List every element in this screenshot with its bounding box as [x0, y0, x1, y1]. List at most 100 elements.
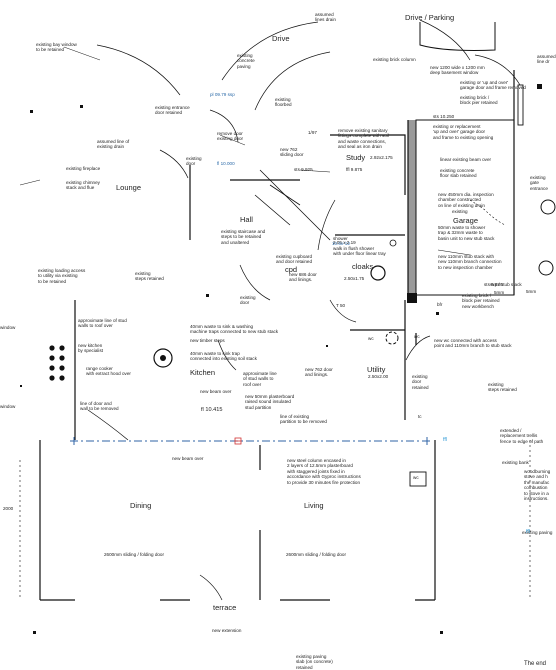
garage-arc — [474, 54, 521, 86]
room-study: Study — [346, 153, 366, 162]
level-sts-10250: sts 10.250 — [433, 114, 455, 119]
door-swing-1 — [209, 109, 239, 143]
note-staircase: existing staircase and steps to be retai… — [221, 229, 266, 245]
shower-drain — [389, 239, 397, 247]
note-gate-entrance: existing gate entrance — [530, 175, 548, 191]
note-the-end: The end — [524, 661, 547, 667]
stair-diagonal-1 — [259, 169, 331, 241]
note-steps-retained-2: existing steps retained — [488, 382, 517, 393]
door-swing-8 — [87, 409, 129, 441]
note-sliding-door-762: new 762 sliding door — [280, 147, 304, 158]
room-shower: shower — [333, 236, 348, 241]
note-timber-steps: new timber steps — [190, 338, 225, 343]
note-window-left-1: window — [0, 325, 16, 330]
level-pl: pl 09.79 ssp — [210, 92, 235, 97]
door-swing-3 — [317, 199, 336, 251]
note-2000: 2000 — [3, 506, 14, 511]
note-existing-paving: existing paving — [522, 530, 553, 535]
block-pier — [517, 84, 524, 126]
hob-burners — [49, 345, 65, 381]
mark-3 — [20, 385, 22, 387]
room-dining: Dining — [130, 501, 152, 510]
note-5mm-right: 5mm — [526, 289, 537, 294]
note-pier-retained-top: existing brick / block pier retained — [460, 95, 498, 106]
note-new-extension: new extension — [212, 628, 242, 633]
brick-column — [407, 293, 417, 303]
note-shower-waste: 50mm waste to shower trap & 32mm waste t… — [438, 225, 495, 241]
level-ffl-9875: ffl 9.875 — [346, 167, 363, 172]
note-bay-window: existing bay window to be retained — [36, 42, 77, 53]
note-garage-door-removed: existing or 'up and over' garage door an… — [460, 80, 526, 91]
level-ffl-blue-1: ffl — [443, 437, 448, 443]
level-sts-9880: sts 9.880 — [484, 282, 503, 287]
mark-9 — [326, 345, 328, 347]
drive-parking-outline — [419, 22, 496, 51]
note-wc-1: wc — [368, 336, 374, 341]
room-terrace: terrace — [213, 603, 237, 612]
note-chimney: existing chimney stack and flue — [66, 180, 100, 191]
mark-5 — [440, 631, 443, 634]
mark-4 — [33, 631, 36, 634]
note-steps-retained-1: existing steps retained — [135, 271, 164, 282]
level-ffl-blue-2: ffl — [526, 529, 531, 535]
level-fl-10415: fl 10.415 — [201, 407, 223, 413]
level-fl-10000: fl 10.000 — [217, 161, 235, 166]
note-loading-access: existing loading access to utility via e… — [38, 268, 86, 284]
note-assumed-line-dr: assumed line dr — [537, 54, 556, 65]
note-1-97: 1/97 — [308, 130, 317, 135]
mark-6 — [206, 294, 209, 297]
note-garage-door-replace: existing or replacement 'up and over' ga… — [433, 124, 494, 140]
note-inspection-chamber: new 450mm dia. inspection chamber constr… — [438, 192, 494, 208]
note-steel-column: new steel column encased in 2 layers of … — [287, 458, 361, 485]
note-entrance-door: existing entrance door retained — [155, 105, 190, 116]
note-door-wall-removed: line of door and wall to be removed — [80, 401, 119, 412]
door-swing-4 — [239, 264, 271, 301]
note-paving-slab: existing paving slab (on concrete) retai… — [296, 654, 333, 670]
garage-stack — [538, 260, 554, 276]
room-lounge: Lounge — [116, 183, 142, 192]
note-pier-workbench: existing brick / block pier retained new… — [462, 293, 500, 309]
leader-5 — [437, 249, 471, 256]
mark-7 — [436, 312, 439, 315]
room-garage: Garage — [453, 216, 479, 225]
room-drive: Drive — [272, 34, 290, 43]
note-new-kitchen: new kitchen by specialist — [78, 343, 104, 354]
note-sink-trap: 40mm waste to sink trap connected into e… — [190, 351, 257, 362]
room-living: Living — [304, 501, 324, 510]
note-beam-over-2: new beam over — [200, 389, 232, 394]
note-t50: T 50 — [336, 303, 346, 308]
note-bfr: bfr — [437, 302, 443, 307]
garage-outline — [407, 70, 515, 296]
note-tc: tc — [418, 414, 422, 419]
note-remove-door: remove door existing door — [217, 131, 244, 142]
leader-4 — [299, 169, 331, 173]
note-cupboard: existing cupboard and door retained — [276, 254, 313, 265]
garage-drain-pipe — [469, 199, 506, 226]
room-study-dim: 2.92x2.175 — [370, 155, 393, 160]
note-window-left-2: window — [0, 404, 16, 409]
note-plasterboard: new 50mm plasterboard raised sound insul… — [245, 394, 295, 410]
note-svp-stack: svp / stub stack — [490, 282, 522, 287]
beam-marker — [73, 437, 428, 445]
note-concrete-paving: existing concrete paving — [237, 53, 255, 69]
utility-wc — [385, 331, 399, 345]
note-beam-over: linear existing beam over — [440, 157, 492, 162]
note-brick-column: existing brick column — [373, 57, 416, 62]
note-range-cooker: range cooker with extract hood over — [86, 366, 131, 377]
room-cloaks: cloaks — [352, 262, 374, 271]
stair-diagonal-2 — [269, 184, 301, 206]
garage-inspection-chamber — [540, 199, 556, 215]
note-stud-walls: approximate line of stud walls to roof o… — [78, 318, 127, 329]
note-wc-2: wc — [413, 475, 419, 480]
note-floorbed: existing floorbed — [275, 97, 292, 108]
leader-3 — [219, 134, 246, 146]
drive-arc-left — [221, 21, 319, 81]
note-dim-2-05: 2.05 x 2.19 — [333, 240, 356, 245]
note-fireplace: existing fireplace — [66, 166, 101, 171]
room-cpd: cpd — [285, 265, 298, 274]
note-existing-bank: existing bank — [502, 460, 529, 465]
note-existing-door-2: existing door — [240, 295, 256, 306]
level-10-6: 10.6x-12 — [332, 241, 350, 246]
note-new-beam-over: new beam over — [172, 456, 204, 461]
